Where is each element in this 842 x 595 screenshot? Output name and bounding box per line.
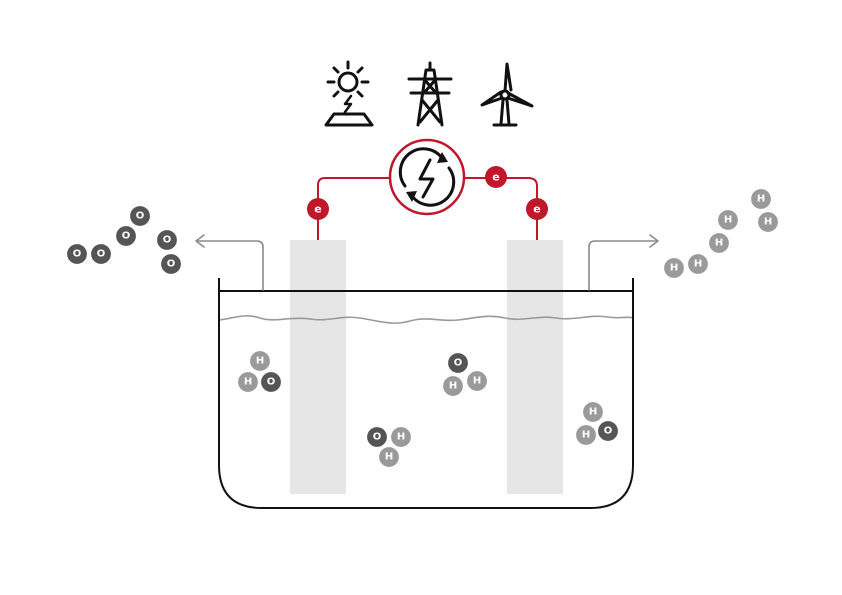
oxygen-atom-label: O bbox=[122, 231, 131, 242]
oxygen-atom: O bbox=[596, 419, 620, 443]
circuit-wires bbox=[317, 177, 538, 240]
oxygen-atom: O bbox=[128, 204, 152, 228]
electron-marker: e bbox=[485, 166, 507, 188]
oxygen-atom: O bbox=[446, 351, 470, 375]
energy-conversion-icon bbox=[388, 138, 466, 216]
oxygen-atom-label: O bbox=[454, 358, 463, 369]
electron-marker: e bbox=[307, 198, 329, 220]
oxygen-atom-label: O bbox=[604, 426, 613, 437]
hydrogen-atom-label: H bbox=[757, 194, 765, 205]
hydrogen-atom: H bbox=[465, 369, 489, 393]
oxygen-atom: O bbox=[155, 228, 179, 252]
oxygen-outlet-arrow bbox=[195, 234, 264, 291]
oxygen-atom: O bbox=[259, 370, 283, 394]
hydrogen-atom: H bbox=[662, 256, 686, 280]
hydrogen-outlet-arrow bbox=[588, 234, 659, 291]
hydrogen-atom-label: H bbox=[715, 238, 723, 249]
hydrogen-atom-label: H bbox=[724, 215, 732, 226]
hydrogen-atom-label: H bbox=[670, 263, 678, 274]
oxygen-atom: O bbox=[89, 242, 113, 266]
hydrogen-atom: H bbox=[236, 370, 260, 394]
electron-marker: e bbox=[526, 198, 548, 220]
oxygen-atom-label: O bbox=[167, 259, 176, 270]
hydrogen-atom-label: H bbox=[473, 376, 481, 387]
hydrogen-atom-label: H bbox=[385, 452, 393, 463]
hydrogen-atom: H bbox=[389, 425, 413, 449]
hydrogen-atom-label: H bbox=[694, 259, 702, 270]
wind-turbine-icon bbox=[480, 62, 534, 127]
hydrogen-atom-label: H bbox=[397, 432, 405, 443]
oxygen-atom-label: O bbox=[73, 249, 82, 260]
hydrogen-atom: H bbox=[716, 208, 740, 232]
anode-electrode bbox=[290, 240, 346, 494]
hydrogen-atom: H bbox=[756, 210, 780, 234]
hydrogen-atom: H bbox=[749, 187, 773, 211]
electron-label: e bbox=[492, 171, 499, 184]
hydrogen-atom: H bbox=[377, 445, 401, 469]
oxygen-atom-label: O bbox=[373, 432, 382, 443]
oxygen-atom-label: O bbox=[163, 235, 172, 246]
oxygen-atom-label: O bbox=[267, 377, 276, 388]
electrolysis-tank bbox=[218, 278, 634, 509]
water-surface bbox=[218, 315, 634, 324]
hydrogen-atom: H bbox=[441, 374, 465, 398]
hydrogen-atom-label: H bbox=[244, 377, 252, 388]
oxygen-atom: O bbox=[65, 242, 89, 266]
solar-panel-icon bbox=[324, 60, 374, 127]
oxygen-atom: O bbox=[365, 425, 389, 449]
cathode-electrode bbox=[507, 240, 563, 494]
hydrogen-atom: H bbox=[574, 423, 598, 447]
electron-label: e bbox=[533, 203, 540, 216]
oxygen-atom: O bbox=[114, 224, 138, 248]
hydrogen-atom-label: H bbox=[449, 381, 457, 392]
hydrogen-atom: H bbox=[248, 349, 272, 373]
hydrogen-atom-label: H bbox=[256, 356, 264, 367]
oxygen-atom-label: O bbox=[97, 249, 106, 260]
oxygen-atom: O bbox=[159, 252, 183, 276]
electron-label: e bbox=[314, 203, 321, 216]
hydrogen-atom: H bbox=[707, 231, 731, 255]
oxygen-atom-label: O bbox=[136, 211, 145, 222]
power-pylon-icon bbox=[407, 61, 453, 127]
hydrogen-atom-label: H bbox=[582, 430, 590, 441]
hydrogen-atom: H bbox=[581, 400, 605, 424]
hydrogen-atom-label: H bbox=[589, 407, 597, 418]
hydrogen-atom: H bbox=[686, 252, 710, 276]
hydrogen-atom-label: H bbox=[764, 217, 772, 228]
